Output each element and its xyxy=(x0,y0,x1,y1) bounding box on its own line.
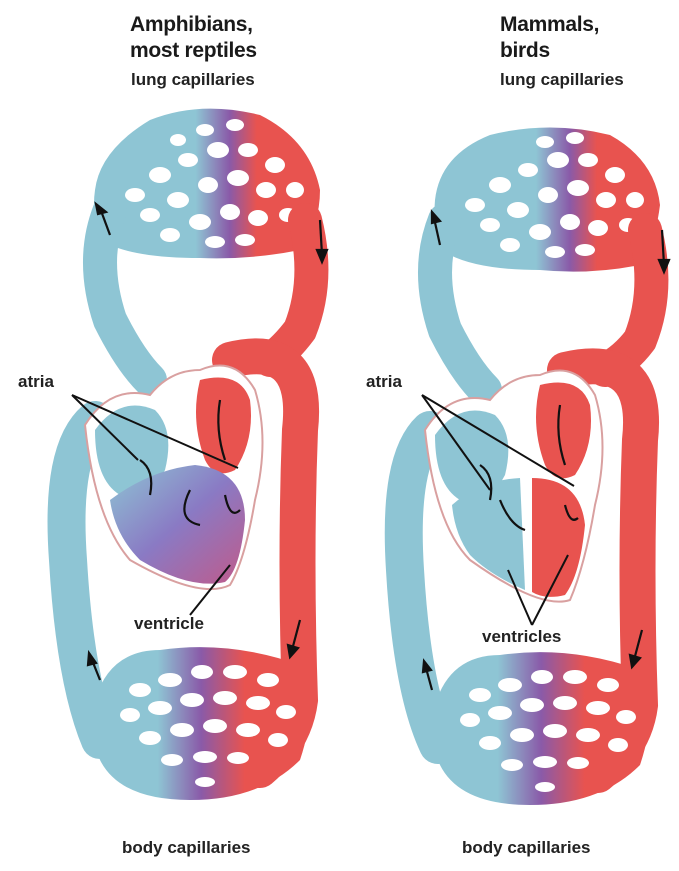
title-line-1: Mammals, xyxy=(500,12,599,37)
title-line-2: most reptiles xyxy=(130,38,257,63)
lung-capillaries-label: lung capillaries xyxy=(500,70,624,90)
body-capillary-bed xyxy=(92,647,310,800)
circulation-illustration-two-ventricles xyxy=(340,0,679,871)
lung-capillary-bed xyxy=(435,128,660,272)
title-line-2: birds xyxy=(500,38,550,63)
heart-three-chambered xyxy=(85,366,263,590)
body-capillary-bed xyxy=(432,652,650,805)
ventricles-label: ventricles xyxy=(482,627,561,647)
atria-label: atria xyxy=(366,372,402,392)
diagram-mammals-birds: Mammals, birds lung capillaries atria ve… xyxy=(340,0,679,871)
lung-capillaries-label: lung capillaries xyxy=(131,70,255,90)
ventricle-label: ventricle xyxy=(134,614,204,634)
body-capillaries-label: body capillaries xyxy=(462,838,591,858)
title-line-1: Amphibians, xyxy=(130,12,253,37)
heart-four-chambered xyxy=(425,371,603,602)
atria-label: atria xyxy=(18,372,54,392)
lung-capillary-bed xyxy=(94,109,320,259)
diagram-amphibians-reptiles: Amphibians, most reptiles lung capillari… xyxy=(0,0,340,871)
circulation-illustration-single-ventricle xyxy=(0,0,340,871)
body-capillaries-label: body capillaries xyxy=(122,838,251,858)
